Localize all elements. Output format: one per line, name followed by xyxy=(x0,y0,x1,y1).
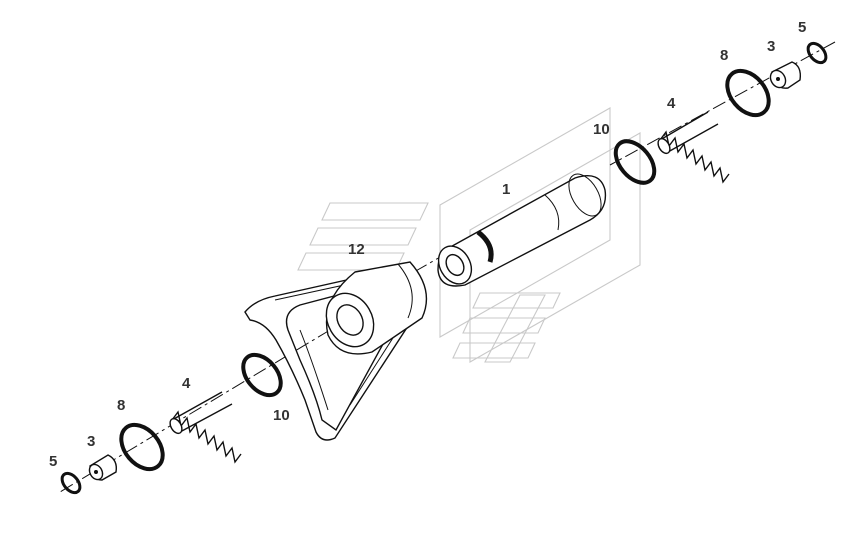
shift-rail-pin xyxy=(437,173,607,287)
callout-clip-right: 5 xyxy=(798,19,806,36)
clip-left xyxy=(60,471,82,495)
shift-fork xyxy=(244,261,428,441)
callout-labels: 1 12 10 10 4 4 8 8 3 3 5 5 xyxy=(49,19,806,470)
washer-left xyxy=(119,422,165,472)
washer-right xyxy=(725,68,771,118)
ring-left xyxy=(241,352,283,398)
callout-plug-right: 3 xyxy=(767,38,775,55)
plug-left xyxy=(88,454,118,481)
ring-right xyxy=(613,139,657,185)
plug-right xyxy=(769,61,802,89)
spring-right xyxy=(657,111,730,184)
clip-right xyxy=(806,41,828,65)
callout-clip-left: 5 xyxy=(49,453,57,470)
callout-ring-right: 10 xyxy=(593,121,610,138)
callout-ring-left: 10 xyxy=(273,407,290,424)
callout-washer-left: 8 xyxy=(117,397,125,414)
callout-plug-left: 3 xyxy=(87,433,95,450)
callout-spring-left: 4 xyxy=(182,375,191,392)
spring-left xyxy=(169,391,242,464)
callout-fork: 12 xyxy=(348,241,365,258)
callout-washer-right: 8 xyxy=(720,47,728,64)
callout-spring-right: 4 xyxy=(667,95,676,112)
callout-pin: 1 xyxy=(502,181,510,198)
